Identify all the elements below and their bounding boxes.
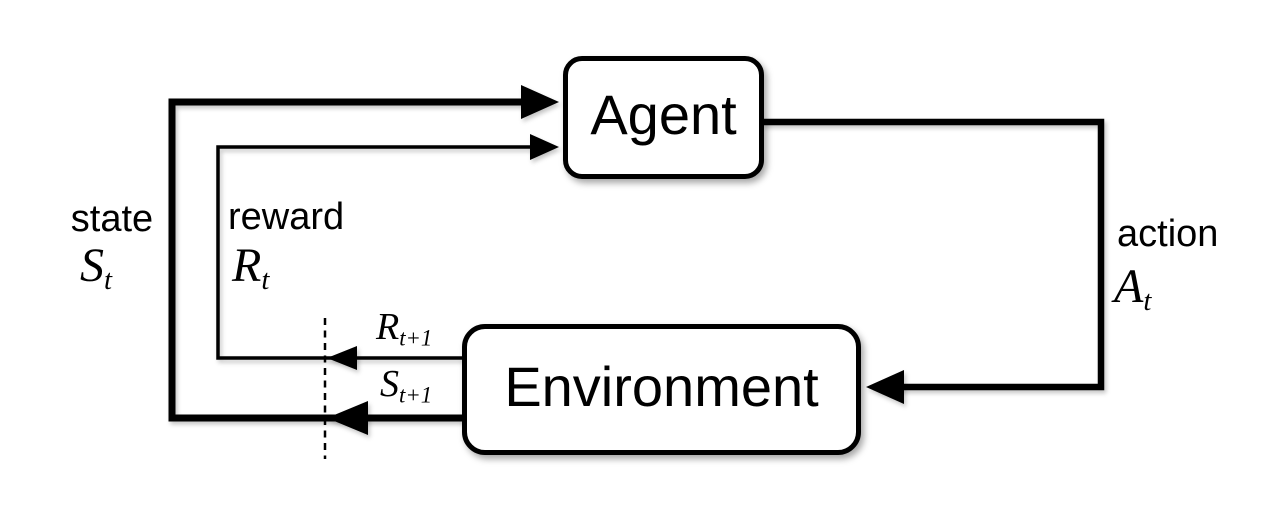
state-arrow-path [168,98,540,422]
state-arrowhead-into-agent [521,85,559,119]
state-edge-symbol: St [80,239,113,297]
action-edge-symbol: At [1114,260,1152,318]
action-arrowhead-into-environment [866,370,904,404]
agent-node: Agent [563,56,764,179]
environment-node-label: Environment [504,354,819,418]
environment-node: Environment [462,324,861,455]
reward-arrowhead-into-agent [530,134,559,160]
action-edge-word: action [1117,213,1219,255]
next-reward-arrowhead [327,346,357,370]
reward-edge-word: reward [228,196,345,238]
reward-edge-symbol: Rt [232,239,270,297]
action-arrow-path [762,118,1105,391]
state-edge-word: state [70,198,154,240]
next-state-arrowhead [327,401,368,435]
agent-node-label: Agent [590,82,737,146]
next-reward-symbol: Rt+1 [376,306,433,351]
next-state-symbol: St+1 [380,363,433,408]
